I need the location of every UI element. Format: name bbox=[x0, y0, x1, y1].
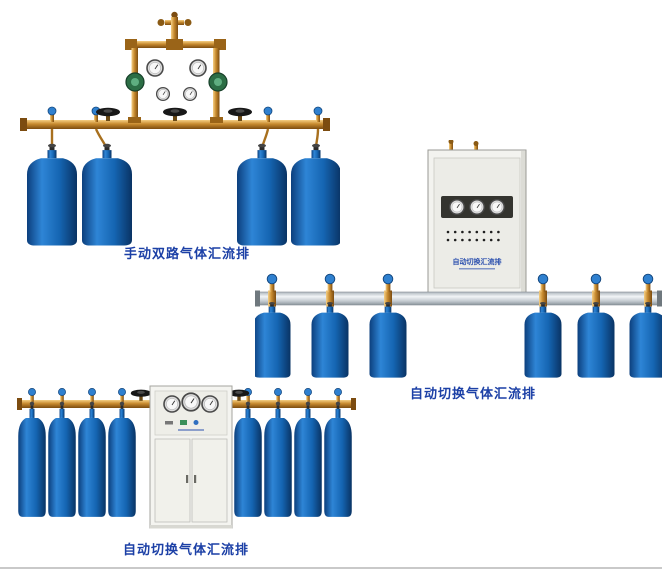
pressure-regulators bbox=[125, 59, 228, 102]
gas-cylinder bbox=[369, 301, 407, 378]
blue-valve-cap-icon bbox=[118, 388, 126, 403]
cabinet-label: 自动切换汇流排 bbox=[453, 257, 502, 266]
pressure-gauge-icon bbox=[489, 199, 505, 215]
gas-cylinder bbox=[294, 401, 322, 517]
blue-valve-cap-icon bbox=[324, 273, 336, 293]
control-cabinet: 自动切换汇流排 bbox=[427, 140, 527, 295]
blue-valve-cap-icon bbox=[642, 273, 654, 293]
indicator-blue bbox=[193, 420, 199, 425]
handwheel-valve-icon bbox=[130, 389, 152, 401]
handwheel-valve-icon bbox=[96, 107, 120, 121]
gas-cylinder bbox=[18, 401, 46, 517]
blue-valve-cap-icon bbox=[382, 273, 394, 293]
gas-cylinder bbox=[48, 401, 76, 517]
pressure-gauge-icon bbox=[189, 59, 207, 77]
blue-valve-cap-icon bbox=[88, 388, 96, 403]
handwheel-valve-icon bbox=[228, 107, 252, 121]
gas-cylinder bbox=[577, 301, 615, 378]
gas-cylinder bbox=[108, 401, 136, 517]
gas-cylinder bbox=[524, 301, 562, 378]
blue-valve-cap-icon bbox=[47, 106, 57, 123]
blue-valve-cap-icon bbox=[274, 388, 282, 403]
gas-cylinder bbox=[255, 301, 291, 378]
gas-cylinder bbox=[264, 401, 292, 517]
cabinet-door-right bbox=[191, 438, 228, 523]
gas-cylinder bbox=[27, 143, 77, 246]
blue-valve-cap-icon bbox=[590, 273, 602, 293]
product-caption: 自动切换气体汇流排 bbox=[122, 542, 249, 557]
gas-cylinder bbox=[82, 143, 132, 246]
blue-valve-cap-icon bbox=[58, 388, 66, 403]
pressure-gauge-icon bbox=[181, 392, 201, 412]
gas-cylinder bbox=[324, 401, 352, 517]
product-photo-auto-switch-floor-manifold bbox=[17, 385, 356, 529]
pressure-gauge-icon bbox=[182, 86, 198, 102]
product-photo-auto-switch-manifold: 自动切换汇流排 bbox=[255, 140, 662, 378]
manifold-rail bbox=[255, 290, 662, 307]
pressure-gauge-icon bbox=[163, 395, 181, 413]
pressure-gauge-icon bbox=[449, 199, 465, 215]
pressure-gauge-icon bbox=[155, 86, 171, 102]
manifold-top-assembly bbox=[125, 11, 226, 122]
handwheel-valve-icon bbox=[163, 107, 187, 121]
blue-valve-cap-icon bbox=[334, 388, 342, 403]
blue-valve-cap-icon bbox=[266, 273, 278, 293]
indicator-green bbox=[180, 420, 187, 425]
product-caption: 手动双路气体汇流排 bbox=[123, 246, 250, 261]
cabinet-door-left bbox=[154, 438, 191, 523]
door-handle bbox=[186, 475, 189, 483]
pressure-gauge-icon bbox=[469, 199, 485, 215]
control-cabinet bbox=[149, 385, 233, 529]
product-photo-manual-dual-manifold bbox=[20, 11, 340, 246]
manifold-header-pipe bbox=[20, 117, 330, 131]
blue-valve-cap-icon bbox=[263, 106, 273, 123]
gas-cylinder bbox=[234, 401, 262, 517]
blue-valve-cap-icon bbox=[304, 388, 312, 403]
product-caption: 自动切换气体汇流排 bbox=[409, 386, 536, 401]
pressure-gauge-icon bbox=[201, 395, 219, 413]
blue-valve-cap-icon bbox=[537, 273, 549, 293]
blue-valve-cap-icon bbox=[313, 106, 323, 123]
pressure-gauge-icon bbox=[146, 59, 164, 77]
page-bottom-rule bbox=[0, 567, 662, 569]
cabinet-vents bbox=[446, 230, 500, 242]
gas-cylinder bbox=[311, 301, 349, 378]
gas-cylinder bbox=[78, 401, 106, 517]
gas-cylinder bbox=[629, 301, 662, 378]
door-handle bbox=[194, 475, 197, 483]
blue-valve-cap-icon bbox=[28, 388, 36, 403]
